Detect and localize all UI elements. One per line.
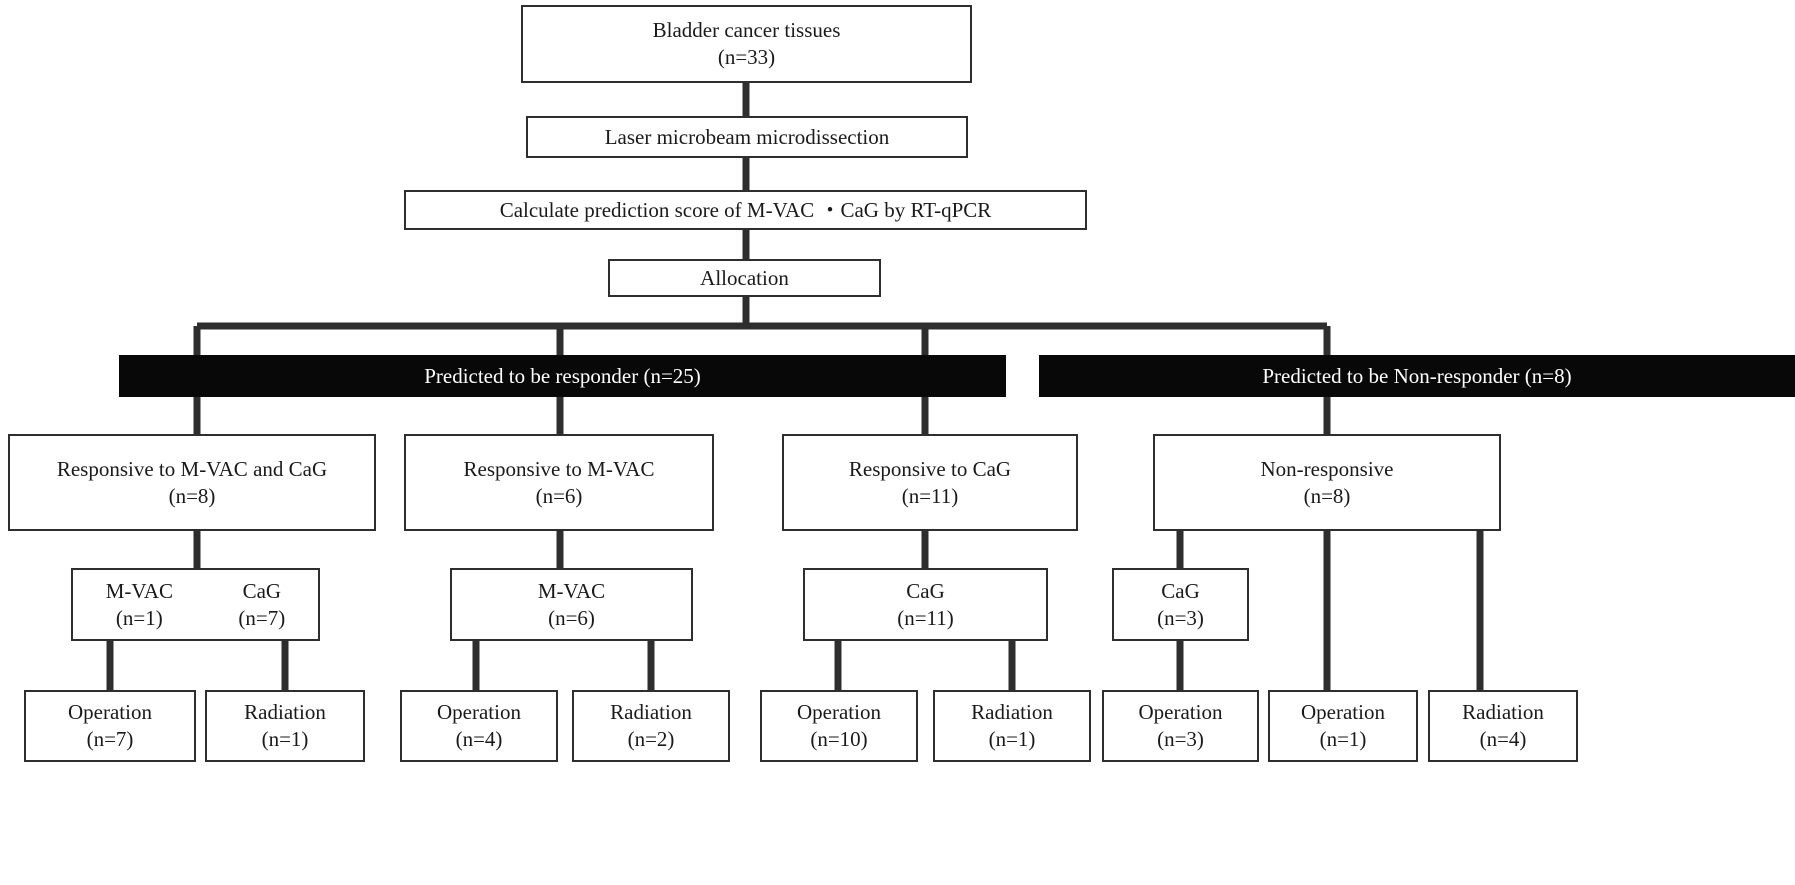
node-laser-microbeam-microdissection[interactable]: Laser microbeam microdissection (526, 116, 968, 158)
node-outcome-operation-3[interactable]: Operation (n=3) (1102, 690, 1259, 762)
node-outcome-operation-10[interactable]: Operation (n=10) (760, 690, 918, 762)
node-line-primary: Bladder cancer tissues (652, 18, 841, 43)
node-line-primary: Calculate prediction score of M-VAC ・CaG… (499, 197, 992, 222)
node-line-primary: Responsive to M-VAC and CaG (56, 456, 328, 481)
node-responsive-to-cag[interactable]: Responsive to CaG (n=11) (782, 434, 1078, 531)
node-treatment-mvac-6[interactable]: M-VAC (n=6) (450, 568, 693, 641)
node-line-count: (n=10) (810, 727, 868, 751)
node-line-primary: Responsive to M-VAC (463, 456, 655, 481)
node-line-primary: CaG (242, 578, 282, 603)
node-line-primary: CaG (1161, 578, 1200, 603)
node-line-count: (n=8) (168, 483, 216, 508)
node-non-responsive[interactable]: Non-responsive (n=8) (1153, 434, 1501, 531)
node-outcome-radiation-1-a[interactable]: Radiation (n=1) (205, 690, 365, 762)
node-line-primary: Predicted to be Non-responder (n=8) (1262, 363, 1572, 388)
node-outcome-radiation-2[interactable]: Radiation (n=2) (572, 690, 730, 762)
node-predicted-responder[interactable]: Predicted to be responder (n=25) (119, 355, 1006, 397)
node-line-primary: Operation (797, 700, 881, 725)
node-predicted-non-responder[interactable]: Predicted to be Non-responder (n=8) (1039, 355, 1795, 397)
node-line-primary: Predicted to be responder (n=25) (424, 363, 701, 388)
node-line-primary: Laser microbeam microdissection (604, 124, 890, 149)
node-line-primary: Allocation (700, 265, 789, 290)
node-outcome-operation-1[interactable]: Operation (n=1) (1268, 690, 1418, 762)
node-line-primary: Radiation (1462, 700, 1544, 725)
node-line-primary: M-VAC (537, 578, 606, 603)
node-treatment-cag-11[interactable]: CaG (n=11) (803, 568, 1048, 641)
node-line-primary: Radiation (244, 700, 326, 725)
treatment-column-mvac: M-VAC (n=1) (106, 578, 173, 632)
node-line-count: (n=4) (1479, 727, 1527, 751)
node-responsive-to-mvac[interactable]: Responsive to M-VAC (n=6) (404, 434, 714, 531)
node-line-count: (n=11) (897, 605, 954, 630)
node-line-count: (n=7) (238, 605, 286, 630)
node-outcome-operation-4[interactable]: Operation (n=4) (400, 690, 558, 762)
node-line-count: (n=6) (548, 605, 595, 630)
node-line-count: (n=1) (1319, 727, 1367, 751)
node-treatment-cag-3[interactable]: CaG (n=3) (1112, 568, 1249, 641)
node-outcome-operation-7[interactable]: Operation (n=7) (24, 690, 196, 762)
node-line-primary: Operation (1301, 700, 1385, 725)
node-line-count: (n=2) (627, 727, 675, 751)
node-line-primary: Operation (437, 700, 521, 725)
node-outcome-radiation-1-b[interactable]: Radiation (n=1) (933, 690, 1091, 762)
node-line-count: (n=8) (1303, 483, 1351, 508)
node-line-count: (n=7) (86, 727, 134, 751)
node-line-count: (n=3) (1157, 727, 1204, 751)
node-line-primary: Responsive to CaG (848, 456, 1012, 481)
node-allocation[interactable]: Allocation (608, 259, 881, 297)
node-line-primary: Operation (1138, 700, 1223, 725)
node-outcome-radiation-4[interactable]: Radiation (n=4) (1428, 690, 1578, 762)
node-line-count: (n=3) (1157, 605, 1204, 630)
node-line-count: (n=1) (115, 605, 163, 630)
node-line-primary: Radiation (971, 700, 1053, 725)
node-line-count: (n=4) (455, 727, 503, 751)
node-calculate-prediction-score[interactable]: Calculate prediction score of M-VAC ・CaG… (404, 190, 1087, 230)
node-line-primary: CaG (906, 578, 945, 603)
node-line-count: (n=1) (261, 727, 309, 751)
node-line-primary: Radiation (610, 700, 692, 725)
node-responsive-to-mvac-and-cag[interactable]: Responsive to M-VAC and CaG (n=8) (8, 434, 376, 531)
node-line-count: (n=11) (901, 483, 959, 508)
node-line-count: (n=33) (717, 45, 776, 69)
node-line-count: (n=1) (988, 727, 1036, 751)
node-line-primary: M-VAC (105, 578, 173, 603)
node-treatment-mvac-cag-split[interactable]: M-VAC (n=1) CaG (n=7) (71, 568, 320, 641)
node-line-primary: Non-responsive (1260, 456, 1394, 481)
treatment-column-cag: CaG (n=7) (238, 578, 285, 632)
node-line-primary: Operation (68, 700, 152, 725)
node-bladder-cancer-tissues[interactable]: Bladder cancer tissues (n=33) (521, 5, 972, 83)
node-line-count: (n=6) (535, 483, 583, 508)
